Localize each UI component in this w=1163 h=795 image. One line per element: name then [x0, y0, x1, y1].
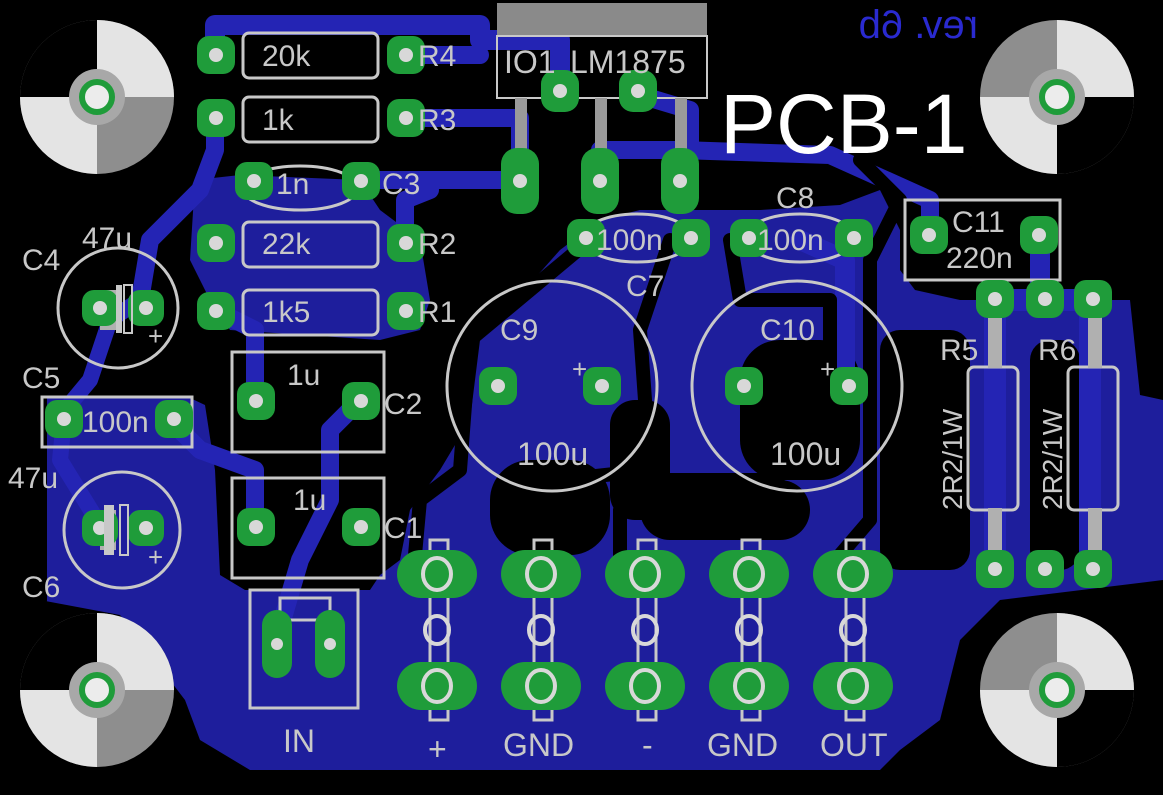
- r5-value: 2R2/1W: [937, 408, 968, 510]
- pad-gnd1-top: [501, 550, 581, 598]
- connector-out-label: OUT: [820, 727, 888, 763]
- mounting-hole-top-left: [20, 20, 174, 174]
- mounting-hole-bottom-right: [980, 613, 1134, 767]
- c3-value: 1n: [276, 168, 309, 201]
- c8-ref: C8: [776, 182, 814, 215]
- r2-value: 22k: [262, 228, 311, 261]
- drill-holes: [57, 48, 1100, 650]
- mounting-hole-bottom-left: [20, 613, 174, 767]
- connector-plus-label: +: [428, 731, 447, 767]
- c5-value: 100n: [82, 406, 149, 439]
- c11-ref: C11: [952, 206, 1005, 239]
- board-title: PCB-1: [720, 77, 967, 171]
- board-revision: rev. 6b: [859, 3, 978, 47]
- r6-value: 2R2/1W: [1037, 408, 1068, 510]
- r2-ref: R2: [418, 228, 456, 261]
- pad-gnd1-bot: [501, 662, 581, 710]
- r5-ref: R5: [940, 334, 978, 367]
- pad-gnd2-bot: [709, 662, 789, 710]
- connector-in-label: IN: [283, 723, 315, 759]
- r3-value: 1k: [262, 104, 295, 137]
- ic-ref: IO1: [504, 44, 556, 80]
- pad-plus-bot: [397, 662, 477, 710]
- c5-ref: C5: [22, 362, 60, 395]
- c6-plus: +: [148, 542, 163, 572]
- connector-gnd2-label: GND: [707, 727, 778, 763]
- r6-ref: R6: [1038, 334, 1076, 367]
- ic-value: LM1875: [570, 44, 686, 80]
- pad-out-bot: [813, 662, 893, 710]
- c9-value: 100u: [517, 436, 588, 472]
- mounting-hole-top-right: [980, 20, 1134, 174]
- pad-plus-top: [397, 550, 477, 598]
- connector-minus-label: -: [642, 727, 653, 763]
- pad-gnd2-top: [709, 550, 789, 598]
- c10-ref: C10: [760, 314, 815, 347]
- c4-value: 47u: [82, 222, 132, 255]
- r1-ref: R1: [418, 296, 456, 329]
- c1-ref: C1: [384, 512, 422, 545]
- r4-value: 20k: [262, 40, 311, 73]
- c4-ref: C4: [22, 244, 60, 277]
- c3-ref: C3: [382, 168, 420, 201]
- cap-polarity-bars: [104, 284, 133, 556]
- c9-ref: C9: [500, 314, 538, 347]
- pad-minus-top: [605, 550, 685, 598]
- c9-plus: +: [572, 354, 587, 384]
- r1-value: 1k5: [262, 296, 310, 329]
- c7-ref: C7: [626, 270, 664, 303]
- connector-gnd1-label: GND: [503, 727, 574, 763]
- c4-plus: +: [148, 321, 163, 351]
- c6-value: 47u: [8, 462, 58, 495]
- c10-plus: +: [820, 354, 835, 384]
- c2-value: 1u: [287, 359, 320, 392]
- pad-out-top: [813, 550, 893, 598]
- c10-value: 100u: [770, 436, 841, 472]
- r4-ref: R4: [418, 40, 456, 73]
- c11-value: 220n: [946, 242, 1013, 275]
- connector-holes: [421, 556, 869, 704]
- pad-minus-bot: [605, 662, 685, 710]
- c2-ref: C2: [384, 388, 422, 421]
- c6-ref: C6: [22, 571, 60, 604]
- c1-value: 1u: [293, 484, 326, 517]
- c8-value: 100n: [757, 224, 824, 257]
- silkscreen-labels: 20k R4 1k R3 1n C3 22k R2 1k5 R1 IO1 LM1…: [8, 40, 1076, 767]
- r3-ref: R3: [418, 104, 456, 137]
- c7-value: 100n: [596, 224, 663, 257]
